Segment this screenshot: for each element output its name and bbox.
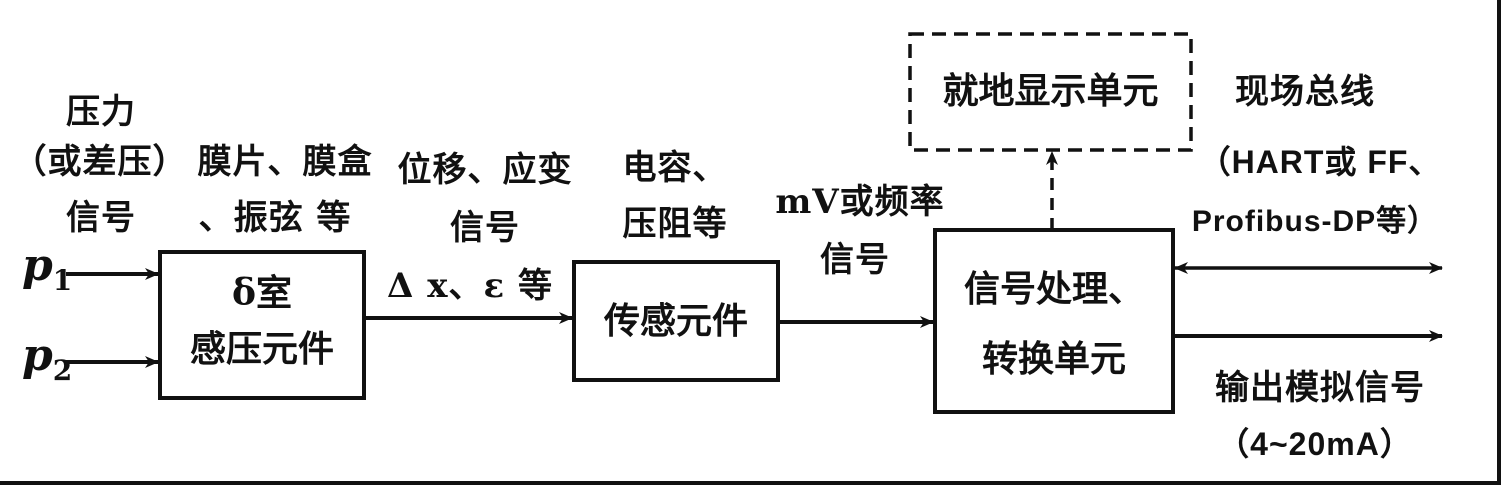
fieldbus-line2: （HART或 FF、 — [1198, 144, 1442, 180]
box-sensing-element — [158, 250, 366, 400]
box-processing-line1: 信号处理、 — [963, 268, 1144, 310]
fieldbus-line3: Profibus-DP等） — [1191, 205, 1439, 238]
signal1-line1: 位移、应变 — [397, 150, 573, 190]
signal2-line2: 信号 — [820, 240, 890, 280]
element-note-line2: 、振弦 等 — [198, 198, 352, 238]
box-local-display — [908, 32, 1193, 152]
signal2-line1: mV或频率 — [775, 182, 945, 222]
box-display-label: 就地显示单元 — [942, 70, 1159, 112]
box-sensing-line2: 感压元件 — [189, 328, 334, 370]
signal1-line2: 信号 — [450, 208, 520, 248]
analog-output-line1: 输出模拟信号 — [1215, 368, 1425, 408]
element-note-line1: 膜片、膜盒 — [197, 142, 373, 182]
sensor-note-line2: 压阻等 — [622, 204, 728, 244]
input-label-line3: 信号 — [66, 198, 136, 238]
sensor-note-line1: 电容、 — [622, 148, 728, 188]
fieldbus-line1: 现场总线 — [1235, 72, 1375, 112]
symbol-p1: p1 — [22, 240, 73, 297]
analog-output-line2: （4~20mA） — [1217, 426, 1413, 462]
input-label-line2: （或差压） — [12, 142, 188, 182]
box-signal-processing — [933, 228, 1175, 414]
signal1-line3: Δ x、ε 等 — [387, 266, 553, 306]
input-label-line1: 压力 — [66, 92, 136, 132]
box-sensing-line1: δ室 — [231, 272, 292, 314]
box-sensor-label: 传感元件 — [603, 300, 748, 342]
symbol-p2: p2 — [22, 330, 73, 387]
box-processing-line2: 转换单元 — [981, 338, 1126, 380]
